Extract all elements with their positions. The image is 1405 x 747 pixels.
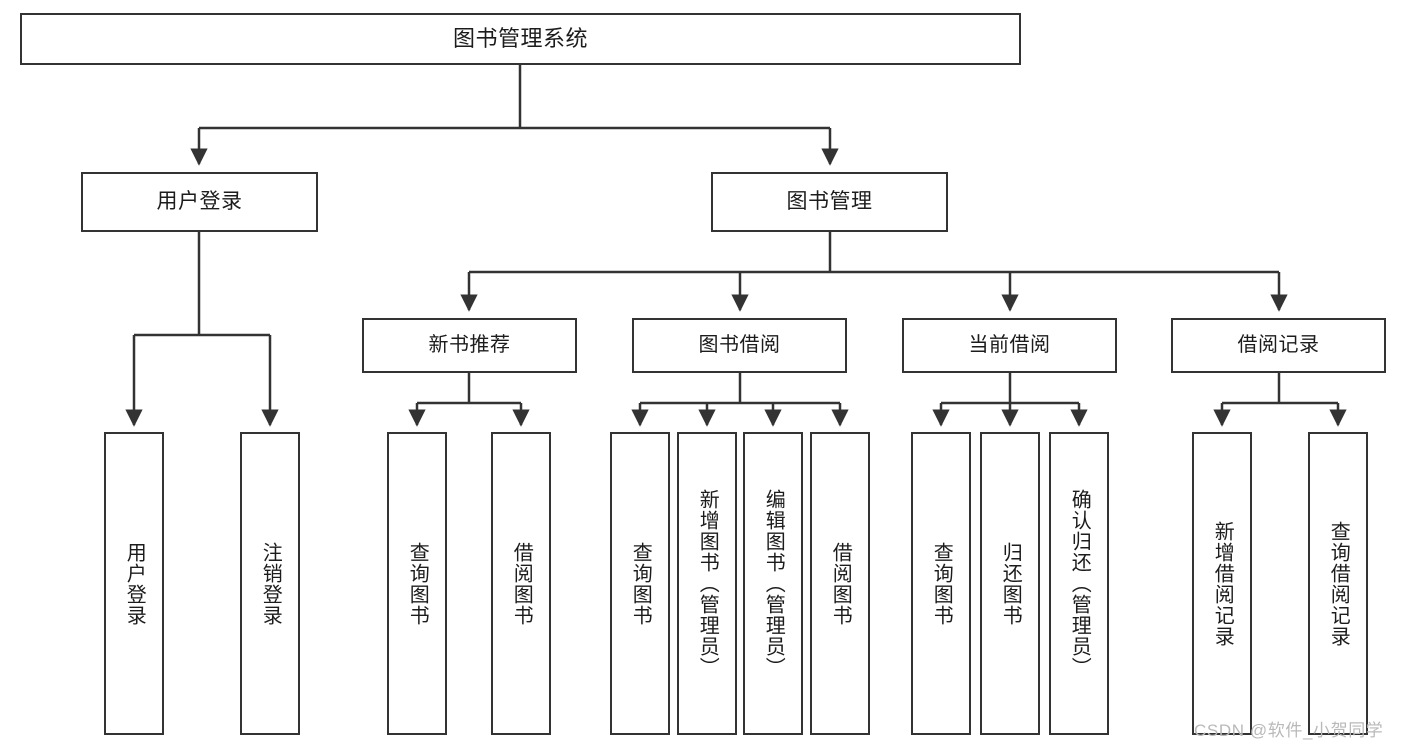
node-user-login[interactable]: 用户登录 — [81, 172, 318, 232]
node-leaf-edit-book-admin[interactable]: 编辑图书（管理员） — [743, 432, 803, 735]
node-leaf-add-book-admin-label: 新增图书（管理员） — [696, 489, 719, 678]
node-borrow-record-label: 借阅记录 — [1237, 333, 1320, 356]
node-leaf-edit-book-admin-label: 编辑图书（管理员） — [762, 489, 785, 678]
node-leaf-add-borrow-record-label: 新增借阅记录 — [1211, 520, 1234, 647]
node-leaf-user-login-label: 用户登录 — [123, 541, 146, 626]
node-leaf-return-book[interactable]: 归还图书 — [980, 432, 1040, 735]
node-root-system-label: 图书管理系统 — [452, 25, 588, 51]
node-borrow-record[interactable]: 借阅记录 — [1171, 318, 1386, 373]
node-leaf-user-login[interactable]: 用户登录 — [104, 432, 164, 735]
node-leaf-confirm-return-admin-label: 确认归还（管理员） — [1068, 489, 1091, 678]
node-leaf-confirm-return-admin[interactable]: 确认归还（管理员） — [1049, 432, 1109, 735]
node-leaf-query-book-borrow-label: 查询图书 — [629, 541, 652, 626]
node-leaf-logout-label: 注销登录 — [259, 541, 282, 626]
node-leaf-borrow-book-recommend-label: 借阅图书 — [510, 541, 533, 626]
node-current-borrow[interactable]: 当前借阅 — [902, 318, 1117, 373]
node-book-manage-label: 图书管理 — [786, 189, 873, 213]
node-leaf-borrow-book-recommend[interactable]: 借阅图书 — [491, 432, 551, 735]
node-leaf-query-book-borrow[interactable]: 查询图书 — [610, 432, 670, 735]
node-leaf-logout[interactable]: 注销登录 — [240, 432, 300, 735]
node-leaf-query-borrow-record-label: 查询借阅记录 — [1327, 520, 1350, 647]
node-leaf-query-book-current-label: 查询图书 — [930, 541, 953, 626]
node-leaf-return-book-label: 归还图书 — [999, 541, 1022, 626]
node-book-manage[interactable]: 图书管理 — [711, 172, 948, 232]
node-leaf-query-book-recommend-label: 查询图书 — [406, 541, 429, 626]
node-new-book-recommend-label: 新书推荐 — [428, 333, 511, 356]
node-root-system[interactable]: 图书管理系统 — [20, 13, 1021, 65]
node-user-login-label: 用户登录 — [156, 189, 243, 213]
node-current-borrow-label: 当前借阅 — [968, 333, 1051, 356]
node-new-book-recommend[interactable]: 新书推荐 — [362, 318, 577, 373]
node-leaf-query-borrow-record[interactable]: 查询借阅记录 — [1308, 432, 1368, 735]
node-leaf-query-book-recommend[interactable]: 查询图书 — [387, 432, 447, 735]
node-leaf-add-book-admin[interactable]: 新增图书（管理员） — [677, 432, 737, 735]
node-leaf-query-book-current[interactable]: 查询图书 — [911, 432, 971, 735]
node-leaf-add-borrow-record[interactable]: 新增借阅记录 — [1192, 432, 1252, 735]
node-book-borrow[interactable]: 图书借阅 — [632, 318, 847, 373]
node-leaf-borrow-book[interactable]: 借阅图书 — [810, 432, 870, 735]
csdn-watermark: CSDN @软件_小贺同学 — [1194, 721, 1384, 740]
node-book-borrow-label: 图书借阅 — [698, 333, 781, 356]
node-leaf-borrow-book-label: 借阅图书 — [829, 541, 852, 626]
